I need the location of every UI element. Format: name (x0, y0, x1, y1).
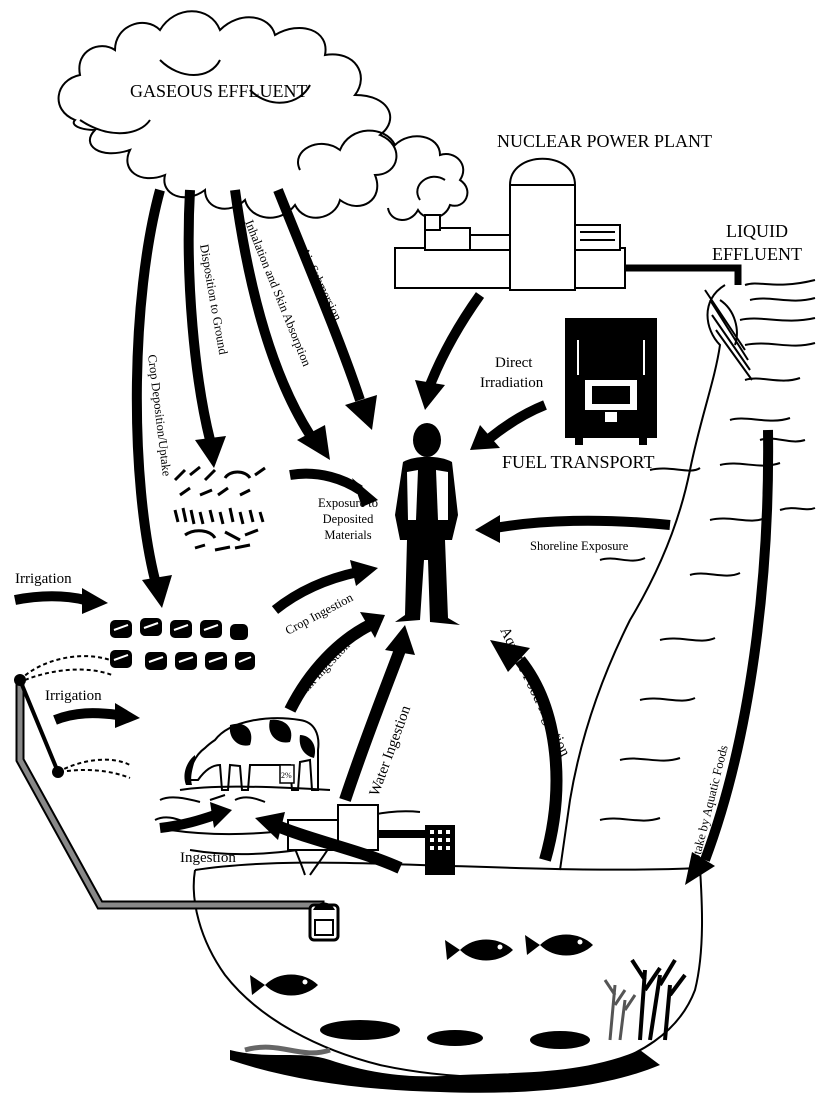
person-icon (395, 423, 460, 625)
truck-direct-arrow (470, 400, 547, 450)
direct-irradiation-label-1: Direct (495, 355, 533, 371)
river-shore (559, 279, 816, 871)
crop-ingestion-arrow (271, 560, 378, 614)
exposure-label-3: Materials (324, 528, 371, 542)
exposure-label-2: Deposited (323, 512, 374, 526)
milk-ingestion-arrow (284, 612, 385, 713)
irrigation-bottom-label: Irrigation (45, 688, 102, 704)
crop-deposition-arrow (131, 188, 172, 608)
air-submersion-arrow (273, 188, 377, 430)
crop-field (110, 618, 255, 670)
gaseous-effluent-label: GASEOUS EFFLUENT (130, 81, 308, 101)
exposure-label-1: Exposure to (318, 496, 378, 510)
shoreline-arrow (475, 515, 671, 543)
water-body (192, 861, 704, 1093)
nuclear-power-plant (394, 157, 742, 291)
ingestion-label: Ingestion (180, 850, 236, 866)
deposited-exposure-arrow (289, 468, 378, 507)
milk-ingestion-label: Milk Ingestion (292, 638, 353, 702)
fish-icon (525, 934, 593, 956)
cow-icon: 2% (179, 717, 331, 791)
fuel-truck-icon (565, 318, 657, 445)
disposition-ground-label: Disposition to Ground (197, 243, 230, 356)
fish-icon (250, 974, 318, 996)
fish-icon (445, 939, 513, 961)
inhalation-arrow (230, 189, 330, 460)
crop-deposition-label: Crop Deposition/Uptake (145, 354, 174, 478)
disposition-ground-arrow (183, 189, 226, 468)
stream-to-ground-arrow (255, 812, 403, 874)
uptake-aquatic-arrow (685, 429, 774, 885)
water-ingestion-arrow (339, 625, 415, 802)
liquid-effluent-label-1: LIQUID (726, 221, 788, 241)
aquatic-food-ingestion-label: Aquatic Food Ingestion (496, 625, 573, 760)
deposited-ground (173, 465, 266, 552)
aquatic-plants-icon (603, 958, 687, 1041)
direct-irradiation-label-2: Irradiation (480, 375, 544, 391)
aquatic-ingestion-arrow (490, 640, 563, 862)
ground-lines (154, 794, 266, 823)
irrigation-top-arrow (14, 588, 108, 614)
ingestion-arrow (159, 802, 232, 833)
plant-direct-arrow (415, 292, 485, 410)
air-submersion-label: Air Submersion (297, 245, 345, 323)
irrigation-bottom-arrow (53, 703, 140, 728)
nuclear-power-plant-label: NUCLEAR POWER PLANT (497, 131, 712, 151)
shoreline-exposure-label: Shoreline Exposure (530, 539, 629, 553)
water-pump-icon (308, 902, 340, 942)
pathway-arrows (14, 188, 774, 885)
gaseous-effluent-cloud (57, 10, 469, 221)
irrigation-top-label: Irrigation (15, 571, 72, 587)
milk-carton-label: 2% (281, 771, 292, 780)
fuel-transport-label: FUEL TRANSPORT (502, 452, 654, 472)
liquid-effluent-label-2: EFFLUENT (712, 244, 802, 264)
